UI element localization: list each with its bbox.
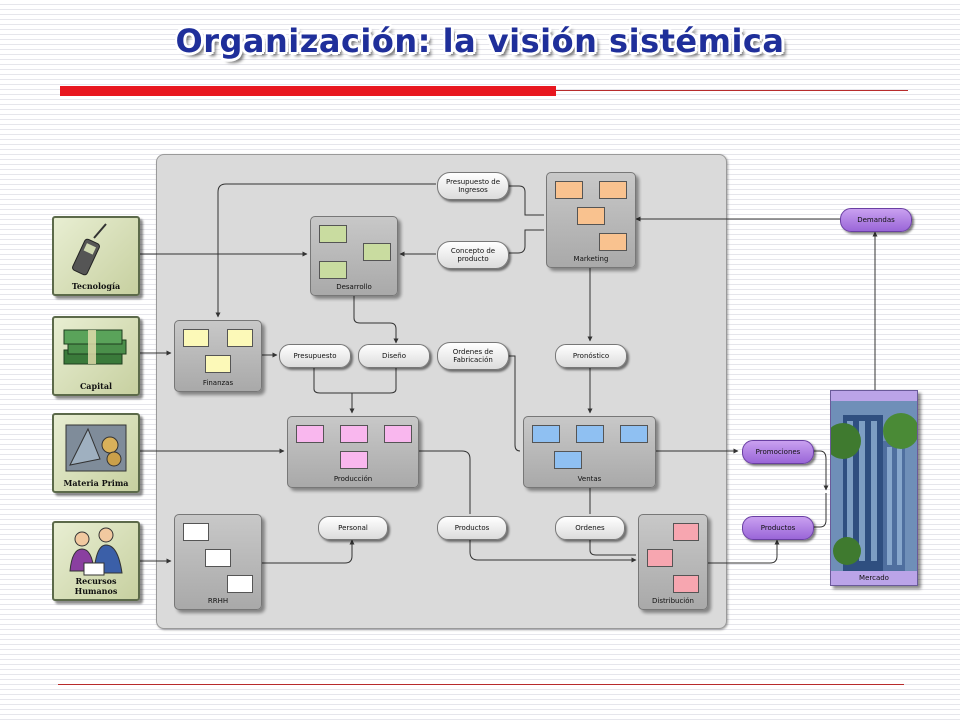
flow-pronostico: Pronóstico bbox=[555, 344, 627, 368]
money-stack-icon bbox=[63, 329, 127, 365]
input-materia-prima: Materia Prima bbox=[52, 413, 140, 493]
process-label: Desarrollo bbox=[336, 283, 372, 291]
office-building-icon bbox=[831, 401, 917, 571]
input-label: Capital bbox=[79, 381, 113, 391]
input-label: Tecnología bbox=[71, 281, 121, 291]
process-label: Finanzas bbox=[202, 379, 234, 387]
market-productos: Productos bbox=[742, 516, 814, 540]
process-label: Producción bbox=[333, 475, 373, 483]
process-desarrollo: Desarrollo bbox=[310, 216, 398, 296]
process-label: RRHH bbox=[207, 597, 229, 605]
input-label: Materia Prima bbox=[63, 478, 129, 488]
process-rrhh: RRHH bbox=[174, 514, 262, 610]
market-mercado: Mercado bbox=[830, 390, 918, 586]
title-accent-bar bbox=[60, 86, 556, 96]
flow-presupuesto: Presupuesto bbox=[279, 344, 351, 368]
process-distribucion: Distribución bbox=[638, 514, 708, 610]
input-capital: Capital bbox=[52, 316, 140, 396]
flow-concepto-producto: Concepto de producto bbox=[437, 241, 509, 269]
process-marketing: Marketing bbox=[546, 172, 636, 268]
page-title: Organización: la visión sistémica bbox=[175, 22, 785, 60]
process-label: Distribución bbox=[652, 597, 694, 605]
flow-presupuesto-ingresos: Presupuesto de Ingresos bbox=[437, 172, 509, 200]
input-tecnologia: Tecnología bbox=[52, 216, 140, 296]
cell-phone-icon bbox=[72, 223, 107, 276]
flow-ordenes-fabricacion: Ordenes de Fabricación bbox=[437, 342, 509, 370]
input-label: Recursos Humanos bbox=[74, 576, 118, 596]
footer-rule bbox=[58, 684, 904, 685]
market-demandas: Demandas bbox=[840, 208, 912, 232]
flow-diseno: Diseño bbox=[358, 344, 430, 368]
market-label: Mercado bbox=[859, 574, 889, 582]
process-finanzas: Finanzas bbox=[174, 320, 262, 392]
flow-productos: Productos bbox=[437, 516, 507, 540]
raw-materials-icon bbox=[65, 424, 127, 472]
title-rule bbox=[556, 90, 908, 91]
process-label: Marketing bbox=[573, 255, 609, 263]
process-produccion: Producción bbox=[287, 416, 419, 488]
flow-ordenes: Ordenes bbox=[555, 516, 625, 540]
input-recursos-humanos: Recursos Humanos bbox=[52, 521, 140, 601]
people-icon bbox=[69, 527, 123, 576]
process-label: Ventas bbox=[577, 475, 602, 483]
process-ventas: Ventas bbox=[523, 416, 656, 488]
flow-personal: Personal bbox=[318, 516, 388, 540]
market-promociones: Promociones bbox=[742, 440, 814, 464]
